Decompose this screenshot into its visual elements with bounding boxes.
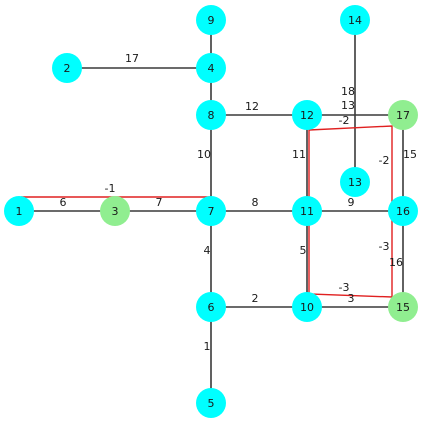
- node-4[interactable]: 4: [196, 53, 226, 83]
- node-label-13: 13: [348, 176, 362, 189]
- node-circle-2[interactable]: [52, 53, 82, 83]
- node-circle-9[interactable]: [196, 5, 226, 35]
- edge-weight-3-7: 7: [156, 196, 163, 209]
- node-1[interactable]: 1: [4, 196, 34, 226]
- node-circle-7[interactable]: [196, 196, 226, 226]
- edge-weight-7-6: 4: [204, 244, 211, 257]
- edges-layer: [19, 20, 404, 403]
- node-circle-3[interactable]: [100, 196, 130, 226]
- edge-weight-14-13: 18: [341, 85, 355, 98]
- path-weight-12-17: -2: [339, 114, 350, 127]
- node-label-4: 4: [208, 62, 215, 75]
- node-12[interactable]: 12: [292, 100, 322, 130]
- node-circle-10[interactable]: [292, 292, 322, 322]
- edge-weight-17-16: 15: [403, 148, 417, 161]
- node-2[interactable]: 2: [52, 53, 82, 83]
- node-11[interactable]: 11: [292, 196, 322, 226]
- node-label-16: 16: [396, 205, 410, 218]
- node-circle-12[interactable]: [292, 100, 322, 130]
- node-14[interactable]: 14: [340, 5, 370, 35]
- path-weight-labels: -1 -2 -2 -3 -3: [105, 114, 390, 294]
- node-label-9: 9: [208, 14, 215, 27]
- node-label-5: 5: [208, 397, 215, 410]
- node-15[interactable]: 15: [388, 292, 418, 322]
- edge-weight-10-15: 3: [348, 292, 355, 305]
- node-label-11: 11: [300, 205, 314, 218]
- node-circle-4[interactable]: [196, 53, 226, 83]
- node-9[interactable]: 9: [196, 5, 226, 35]
- node-circle-11[interactable]: [292, 196, 322, 226]
- edge-weight-8-12: 12: [245, 100, 259, 113]
- node-label-2: 2: [64, 62, 71, 75]
- node-label-7: 7: [208, 205, 215, 218]
- node-circle-6[interactable]: [196, 292, 226, 322]
- node-5[interactable]: 5: [196, 388, 226, 418]
- path-weight-17-15: -2: [379, 154, 390, 167]
- edge-weight-16-15: 16: [389, 256, 403, 269]
- edge-weight-12-17: 13: [341, 99, 355, 112]
- node-circle-14[interactable]: [340, 5, 370, 35]
- node-3[interactable]: 3: [100, 196, 130, 226]
- node-label-8: 8: [208, 109, 215, 122]
- node-6[interactable]: 6: [196, 292, 226, 322]
- path-weight-10-15: -3: [339, 281, 350, 294]
- node-circle-16[interactable]: [388, 196, 418, 226]
- node-circle-13[interactable]: [340, 167, 370, 197]
- node-label-3: 3: [112, 205, 119, 218]
- node-circle-15[interactable]: [388, 292, 418, 322]
- edge-weight-1-3: 6: [60, 196, 67, 209]
- node-10[interactable]: 10: [292, 292, 322, 322]
- edge-weight-7-11: 8: [252, 196, 259, 209]
- node-circle-5[interactable]: [196, 388, 226, 418]
- node-label-15: 15: [396, 301, 410, 314]
- node-8[interactable]: 8: [196, 100, 226, 130]
- node-label-1: 1: [16, 205, 23, 218]
- node-label-12: 12: [300, 109, 314, 122]
- edge-weight-12-11: 11: [292, 148, 306, 161]
- node-7[interactable]: 7: [196, 196, 226, 226]
- node-17[interactable]: 17: [388, 100, 418, 130]
- node-circle-1[interactable]: [4, 196, 34, 226]
- node-label-6: 6: [208, 301, 215, 314]
- node-13[interactable]: 13: [340, 167, 370, 197]
- node-circle-8[interactable]: [196, 100, 226, 130]
- edge-weight-6-5: 1: [204, 340, 211, 353]
- edge-weight-8-7: 10: [197, 148, 211, 161]
- node-label-10: 10: [300, 301, 314, 314]
- node-label-14: 14: [348, 14, 362, 27]
- node-label-17: 17: [396, 109, 410, 122]
- edge-weight-2-4: 17: [125, 52, 139, 65]
- edge-weight-11-10: 5: [300, 244, 307, 257]
- edge-weight-6-10: 2: [252, 292, 259, 305]
- node-circle-17[interactable]: [388, 100, 418, 130]
- path-weight-15-16: -3: [379, 240, 390, 253]
- node-16[interactable]: 16: [388, 196, 418, 226]
- edge-weight-11-16: 9: [348, 196, 355, 209]
- path-weight-1-7: -1: [105, 182, 116, 195]
